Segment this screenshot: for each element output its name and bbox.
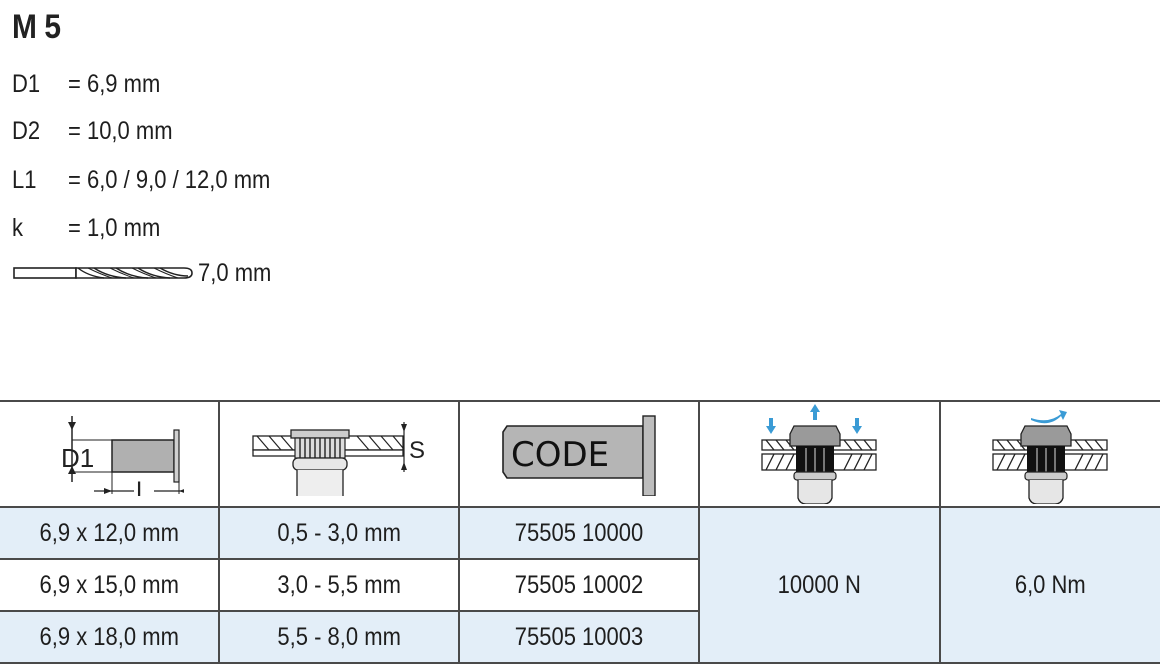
cell-size: 6,9 x 12,0 mm [0,506,220,560]
spec-value: = 6,9 mm [68,69,161,98]
table-row: 6,9 x 12,0 mm 0,5 - 3,0 mm 75505 10000 1… [0,506,1160,664]
cell-article-code: 75505 10000 [458,506,700,560]
table-row: 6,9 x 15,0 mm 3,0 - 5,5 mm 75505 10002 [0,558,1160,612]
spec-d1: D1 = 6,9 mm [12,69,173,99]
drill-bit-icon [13,267,193,279]
spec-label: D2 [12,116,41,145]
spec-label: k [12,213,23,242]
cell-size: 6,9 x 15,0 mm [0,558,220,612]
header-tensile-force [698,400,941,508]
cell-tensile-force: 10000 N [698,506,941,664]
spec-l1: L1 = 6,0 / 9,0 / 12,0 mm [12,165,298,195]
header-article-code: CODE [458,400,700,508]
spec-label: L1 [12,165,37,194]
tightening-torque-diagram-icon [991,410,1108,504]
product-spec-table: D1 L [0,400,1160,664]
article-code-diagram-icon: CODE [502,415,656,496]
thread-size-title: M 5 [12,8,61,46]
svg-text:CODE: CODE [511,435,609,475]
table-row: 6,9 x 18,0 mm 5,5 - 8,0 mm 75505 10003 [0,610,1160,664]
spec-value: = 10,0 mm [68,116,173,145]
svg-text:D1: D1 [61,443,94,473]
cell-grip-range: 0,5 - 3,0 mm [218,506,460,560]
tensile-force-diagram-icon [760,404,877,504]
svg-text:L: L [136,477,149,496]
drill-diameter: 7,0 mm [12,259,281,287]
grip-range-diagram-icon: S [252,422,425,496]
rivet-nut-dimension-diagram-icon: D1 L [61,416,184,496]
spec-d2: D2 = 10,0 mm [12,116,187,146]
cell-article-code: 75505 10002 [458,558,699,612]
header-grip-range: S [218,400,460,508]
spec-value: = 6,0 / 9,0 / 12,0 mm [68,165,271,194]
cell-grip-range: 5,5 - 8,0 mm [218,610,460,664]
cell-size: 6,9 x 18,0 mm [0,610,220,664]
spec-value: = 1,0 mm [68,213,161,242]
header-tightening-torque [939,400,1160,508]
cell-article-code: 75505 10003 [458,610,699,664]
table-header-row: D1 L [0,400,1160,508]
cell-grip-range: 3,0 - 5,5 mm [218,558,460,612]
drill-diameter-value: 7,0 mm [198,258,272,287]
spec-label: D1 [12,69,41,98]
cell-tightening-torque: 6,0 Nm [939,506,1160,664]
header-dimensions: D1 L [0,400,220,508]
svg-text:S: S [409,437,425,464]
spec-k: k = 1,0 mm [12,213,173,243]
